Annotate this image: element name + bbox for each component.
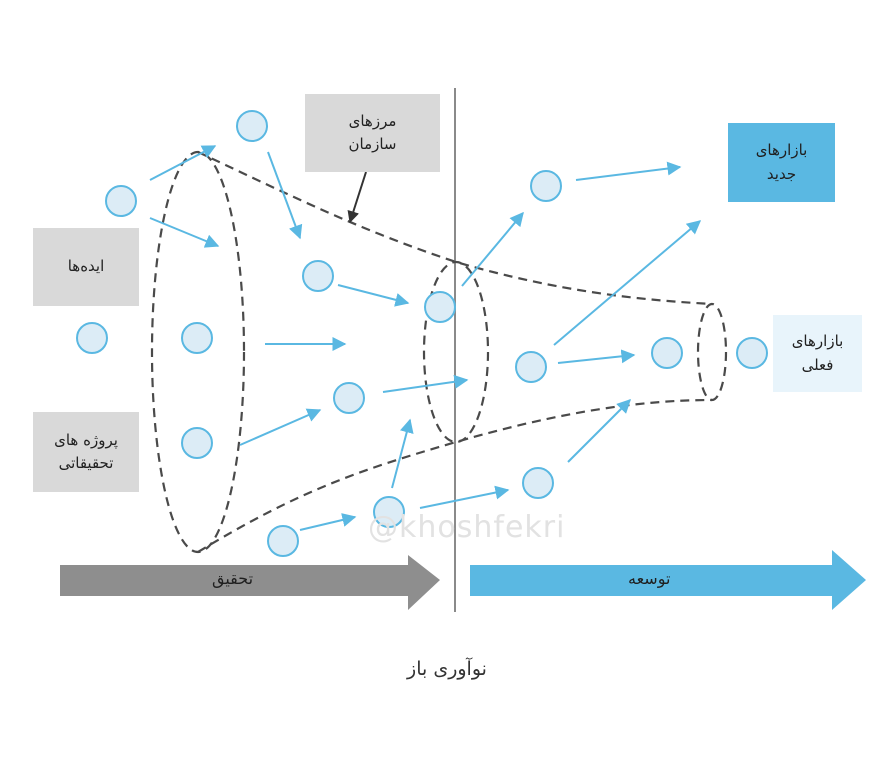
research-projects-label: پروژه های تحقیقاتی: [33, 412, 139, 492]
idea-dot: [236, 110, 268, 142]
diagram-caption: نوآوری باز: [407, 658, 487, 680]
flow-arrow: [149, 145, 217, 181]
flow-arrow: [461, 211, 524, 287]
idea-dot: [181, 427, 213, 459]
flow-arrow: [239, 408, 322, 446]
development-arrow-label: توسعه: [628, 569, 671, 588]
boundary-pointer: [347, 171, 367, 224]
flow-arrow: [267, 151, 303, 240]
idea-dot: [267, 525, 299, 557]
funnel-bottom-edge: [197, 398, 713, 553]
flow-arrow: [567, 399, 631, 463]
idea-dot: [333, 382, 365, 414]
idea-dot: [530, 170, 562, 202]
idea-dot: [373, 496, 405, 528]
idea-dot: [651, 337, 683, 369]
flow-arrow: [382, 374, 469, 393]
idea-dot: [76, 322, 108, 354]
idea-dot: [302, 260, 334, 292]
flow-arrow: [553, 220, 702, 346]
ideas-label: ایده‌ها: [33, 228, 139, 306]
flow-arrow: [149, 217, 220, 248]
flow-arrow: [419, 485, 510, 509]
funnel-outline: [150, 150, 728, 554]
funnel-end-ellipse: [696, 302, 728, 402]
flow-arrow: [299, 513, 357, 531]
new-markets-label: بازارهای جدید: [728, 123, 835, 202]
research-arrow-label: تحقیق: [212, 569, 254, 588]
current-markets-label: بازارهای فعلی: [773, 315, 862, 392]
flow-arrow: [557, 349, 636, 364]
idea-dot: [522, 467, 554, 499]
org-boundaries-label: مرزهای سازمان: [305, 94, 440, 172]
watermark: @khoshfekri: [368, 510, 566, 545]
idea-dot: [181, 322, 213, 354]
flow-arrow: [575, 161, 682, 181]
idea-dot: [424, 291, 456, 323]
idea-dot: [105, 185, 137, 217]
flow-arrow: [391, 418, 414, 489]
funnel-middle-ellipse: [422, 260, 490, 444]
idea-dots: [76, 110, 768, 557]
flow-arrows: [149, 145, 702, 531]
flow-arrow: [337, 284, 410, 307]
development-arrow: [470, 550, 866, 610]
research-arrow: [60, 555, 440, 610]
idea-dot: [515, 351, 547, 383]
idea-dot: [736, 337, 768, 369]
